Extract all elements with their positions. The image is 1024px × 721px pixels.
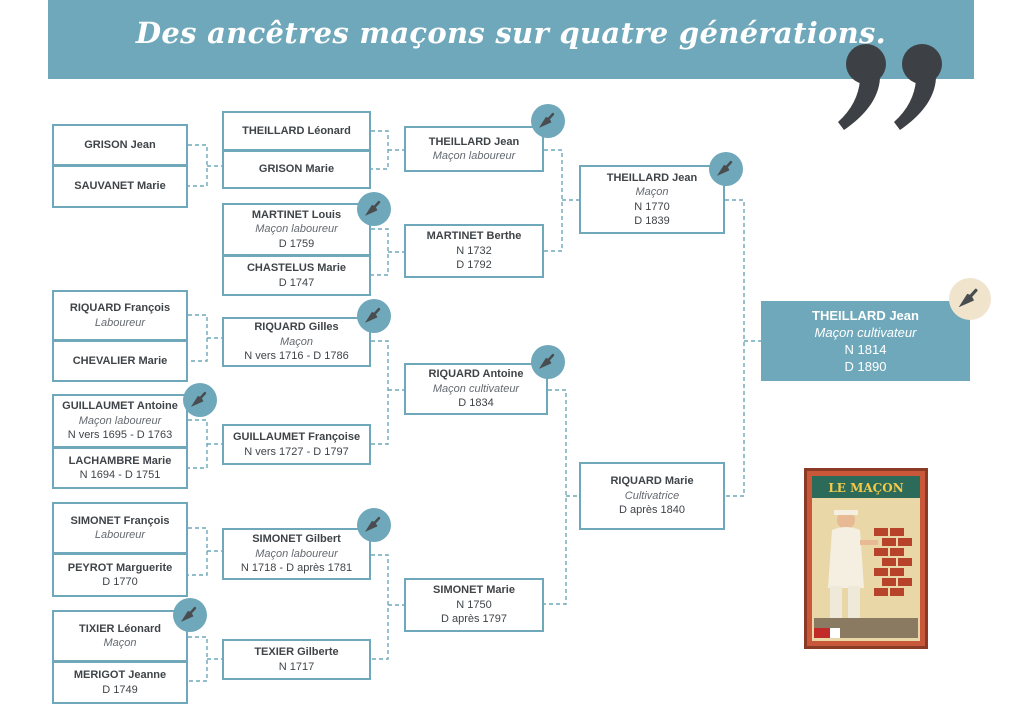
- person-birth: N 1732: [456, 244, 492, 257]
- person-name: RIQUARD Gilles: [254, 321, 339, 334]
- person-occupation: Laboureur: [94, 529, 146, 541]
- header-banner: Des ancêtres maçons sur quatre génératio…: [48, 0, 974, 79]
- person-chevalier-marie[interactable]: CHEVALIER Marie: [52, 340, 188, 382]
- person-occupation: Maçon cultivateur: [432, 382, 520, 395]
- person-name: CHASTELUS Marie: [246, 262, 347, 274]
- person-theillard-leonard[interactable]: THEILLARD Léonard: [222, 111, 371, 151]
- person-texier-gilberte[interactable]: TEXIER Gilberte N 1717: [222, 639, 371, 680]
- person-death: D 1839: [634, 215, 670, 227]
- person-martinet-berthe[interactable]: MARTINET Berthe N 1732 D 1792: [404, 224, 544, 278]
- person-riquard-marie[interactable]: RIQUARD Marie Cultivatrice D après 1840: [579, 462, 725, 530]
- person-death: D 1792: [456, 259, 492, 272]
- person-name: SIMONET François: [70, 514, 170, 527]
- person-name: SIMONET Gilbert: [252, 533, 341, 546]
- closing-quote-icon: [838, 44, 942, 130]
- person-name: GUILLAUMET Antoine: [62, 400, 178, 413]
- person-guillaumet-antoine[interactable]: GUILLAUMET Antoine Maçon laboureur N ver…: [52, 394, 188, 448]
- trowel-icon: [173, 598, 207, 632]
- person-name: MARTINET Louis: [251, 208, 342, 221]
- person-simonet-francois[interactable]: SIMONET François Laboureur: [52, 502, 188, 554]
- person-martinet-louis[interactable]: MARTINET Louis Maçon laboureur D 1759: [222, 203, 371, 256]
- person-birth: N 1750: [456, 598, 492, 611]
- person-name: SAUVANET Marie: [74, 180, 166, 193]
- person-death: D 1749: [102, 683, 138, 696]
- person-name: TIXIER Léonard: [79, 622, 161, 635]
- trowel-icon: [357, 508, 391, 542]
- person-occupation: Laboureur: [94, 316, 146, 329]
- person-occupation: Maçon cultivateur: [814, 325, 917, 340]
- person-occupation: Maçon laboureur: [78, 414, 162, 427]
- person-guillaumet-francoise[interactable]: GUILLAUMET Françoise N vers 1727 - D 179…: [222, 424, 371, 465]
- person-simonet-gilbert[interactable]: SIMONET Gilbert Maçon laboureur N 1718 -…: [222, 528, 371, 580]
- person-peyrot-marguerite[interactable]: PEYROT Marguerite D 1770: [52, 553, 188, 597]
- person-death: D 1770: [102, 576, 138, 588]
- person-occupation: Cultivatrice: [624, 489, 680, 502]
- person-occupation: Maçon: [635, 186, 669, 198]
- person-name: THEILLARD Jean: [812, 308, 919, 323]
- person-birth: N 1814: [844, 342, 887, 357]
- person-name: RIQUARD Antoine: [428, 368, 524, 381]
- page-title: Des ancêtres maçons sur quatre génératio…: [135, 16, 887, 50]
- person-death: D après 1797: [440, 613, 508, 626]
- person-name: GRISON Marie: [258, 163, 335, 176]
- person-name: RIQUARD François: [69, 302, 171, 314]
- person-death: D 1834: [458, 397, 494, 410]
- person-name: MARTINET Berthe: [426, 230, 522, 243]
- trowel-icon: [531, 104, 565, 138]
- person-dates: N 1694 - D 1751: [79, 469, 161, 481]
- poster-title: LE MAÇON: [828, 481, 903, 495]
- person-dates: N vers 1716 - D 1786: [244, 350, 349, 363]
- person-theillard-jean-1770[interactable]: THEILLARD Jean Maçon N 1770 D 1839: [579, 165, 725, 234]
- trowel-icon: [531, 345, 565, 379]
- person-name: LACHAMBRE Marie: [68, 454, 172, 467]
- person-death: D 1890: [844, 359, 887, 374]
- person-dates: N vers 1695 - D 1763: [67, 429, 173, 442]
- person-riquard-francois[interactable]: RIQUARD François Laboureur: [52, 290, 188, 341]
- person-death: D 1747: [278, 276, 315, 289]
- person-riquard-gilles[interactable]: RIQUARD Gilles Maçon N vers 1716 - D 178…: [222, 317, 371, 367]
- person-name: MERIGOT Jeanne: [73, 669, 167, 681]
- person-name: GRISON Jean: [84, 138, 156, 151]
- person-grison-marie[interactable]: GRISON Marie: [222, 150, 371, 189]
- trowel-icon: [357, 299, 391, 333]
- person-occupation: Maçon laboureur: [432, 150, 516, 162]
- person-birth: N 1770: [634, 200, 670, 213]
- person-merigot-jeanne[interactable]: MERIGOT Jeanne D 1749: [52, 661, 188, 704]
- person-simonet-marie[interactable]: SIMONET Marie N 1750 D après 1797: [404, 578, 544, 632]
- trowel-icon: [357, 192, 391, 226]
- person-theillard-jean-laboureur[interactable]: THEILLARD Jean Maçon laboureur: [404, 126, 544, 172]
- person-name: THEILLARD Jean: [428, 135, 520, 148]
- person-chastelus-marie[interactable]: CHASTELUS Marie D 1747: [222, 255, 371, 296]
- person-dates: N 1718 - D après 1781: [240, 562, 353, 575]
- person-dates: D après 1840: [618, 504, 686, 517]
- person-root-theillard-jean[interactable]: THEILLARD Jean Maçon cultivateur N 1814 …: [761, 301, 970, 381]
- person-name: RIQUARD Marie: [610, 475, 694, 488]
- trowel-icon: [183, 383, 217, 417]
- person-grison-jean[interactable]: GRISON Jean: [52, 124, 188, 166]
- person-name: CHEVALIER Marie: [72, 354, 168, 367]
- person-occupation: Maçon laboureur: [255, 223, 338, 236]
- person-name: PEYROT Marguerite: [67, 561, 173, 574]
- person-occupation: Maçon laboureur: [255, 547, 338, 560]
- le-macon-poster-image: LE MAÇON: [804, 468, 928, 649]
- person-name: THEILLARD Jean: [606, 171, 698, 184]
- person-lachambre-marie[interactable]: LACHAMBRE Marie N 1694 - D 1751: [52, 447, 188, 489]
- person-name: THEILLARD Léonard: [242, 124, 351, 137]
- person-occupation: Maçon: [103, 637, 137, 649]
- trowel-icon: [949, 278, 991, 320]
- person-riquard-antoine[interactable]: RIQUARD Antoine Maçon cultivateur D 1834: [404, 363, 548, 415]
- person-tixier-leonard[interactable]: TIXIER Léonard Maçon: [52, 610, 188, 662]
- person-sauvanet-marie[interactable]: SAUVANET Marie: [52, 165, 188, 208]
- person-death: D 1759: [278, 237, 315, 250]
- person-birth: N 1717: [278, 660, 315, 673]
- person-name: SIMONET Marie: [433, 584, 515, 597]
- person-dates: N vers 1727 - D 1797: [244, 445, 349, 458]
- trowel-icon: [709, 152, 743, 186]
- person-name: TEXIER Gilberte: [254, 646, 339, 658]
- person-name: GUILLAUMET Françoise: [232, 431, 361, 443]
- person-occupation: Maçon: [279, 335, 314, 348]
